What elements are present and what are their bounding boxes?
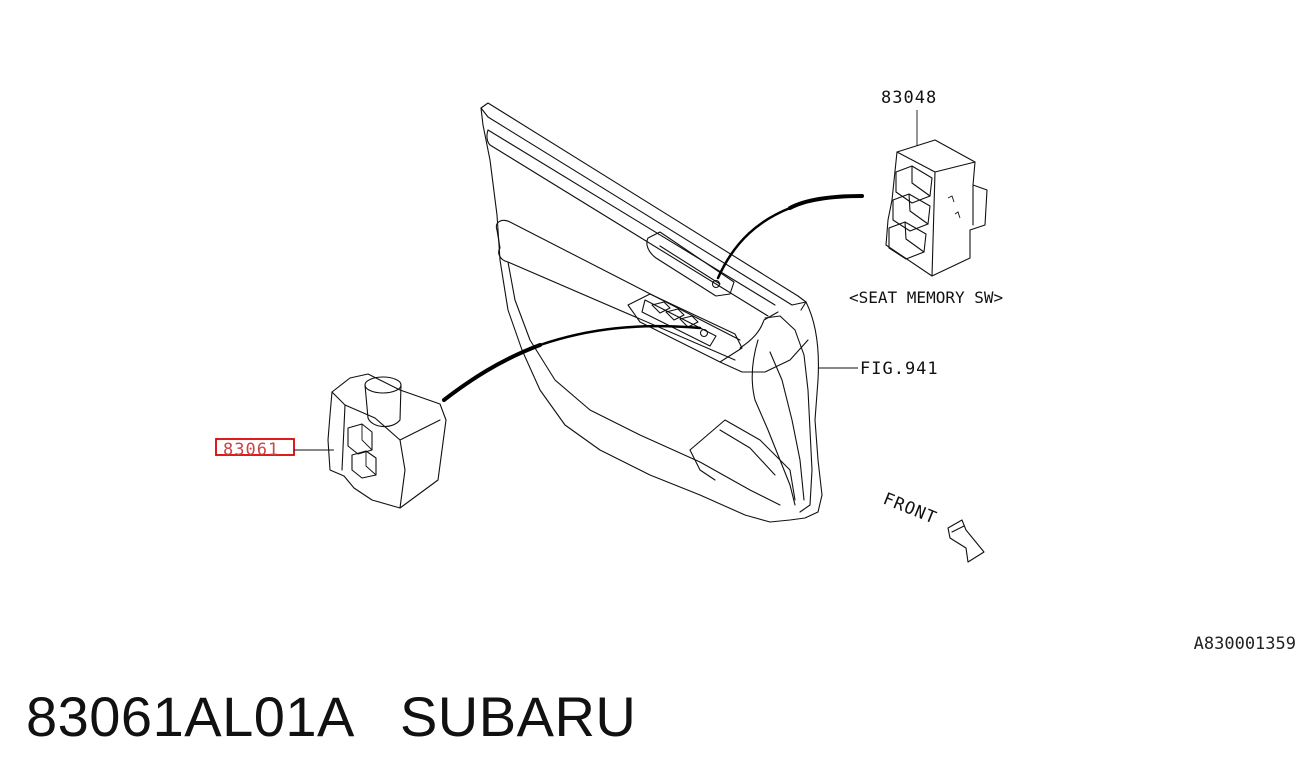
front-direction-arrow (947, 519, 985, 563)
door-panel-figure-ref[interactable]: FIG.941 (860, 359, 939, 379)
seat-memory-wire (788, 194, 864, 210)
diagram-reference-code: A830001359 (1193, 634, 1296, 654)
seat-memory-part-number[interactable]: 83048 (881, 88, 937, 108)
mirror-switch-part-number[interactable]: 83061 (223, 440, 279, 460)
mirror-switch-wire-thin (538, 324, 702, 347)
part-title: 83061AL01A SUBARU (26, 685, 637, 748)
seat-memory-caption: <SEAT MEMORY SW> (849, 288, 1003, 307)
mirror-switch (327, 373, 447, 509)
seat-memory-wire-thin (716, 206, 792, 280)
seat-memory-switch (885, 139, 988, 277)
front-label: FRONT (880, 489, 940, 529)
highlight-box (215, 438, 295, 456)
mirror-switch-wire (442, 343, 542, 402)
door-trim-panel (480, 102, 823, 523)
